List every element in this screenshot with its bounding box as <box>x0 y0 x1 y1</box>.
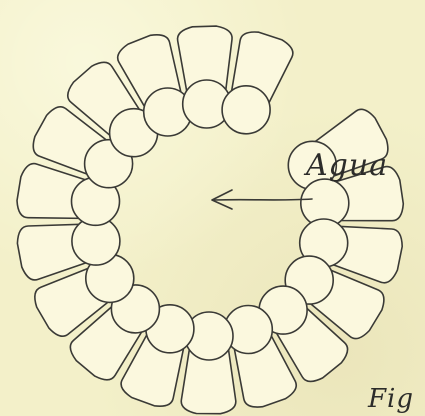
flow-arrow-shaft <box>214 199 312 200</box>
round-cell <box>222 86 270 134</box>
water-flow-label: Agua <box>306 148 388 183</box>
figure-label: Fig <box>368 384 414 414</box>
